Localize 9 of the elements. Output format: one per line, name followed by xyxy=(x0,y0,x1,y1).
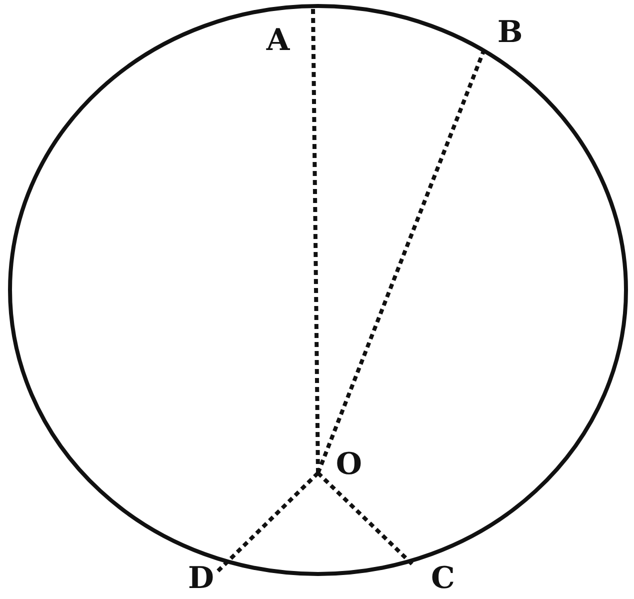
point-label: B xyxy=(495,16,525,50)
dashed-line xyxy=(316,472,414,566)
point-label: O xyxy=(334,448,364,482)
dashed-line xyxy=(216,472,320,572)
dashed-line xyxy=(311,8,320,474)
point-label: C xyxy=(428,562,458,596)
point-label: A xyxy=(263,24,293,58)
point-label: D xyxy=(186,562,216,596)
dashed-line xyxy=(316,49,486,474)
